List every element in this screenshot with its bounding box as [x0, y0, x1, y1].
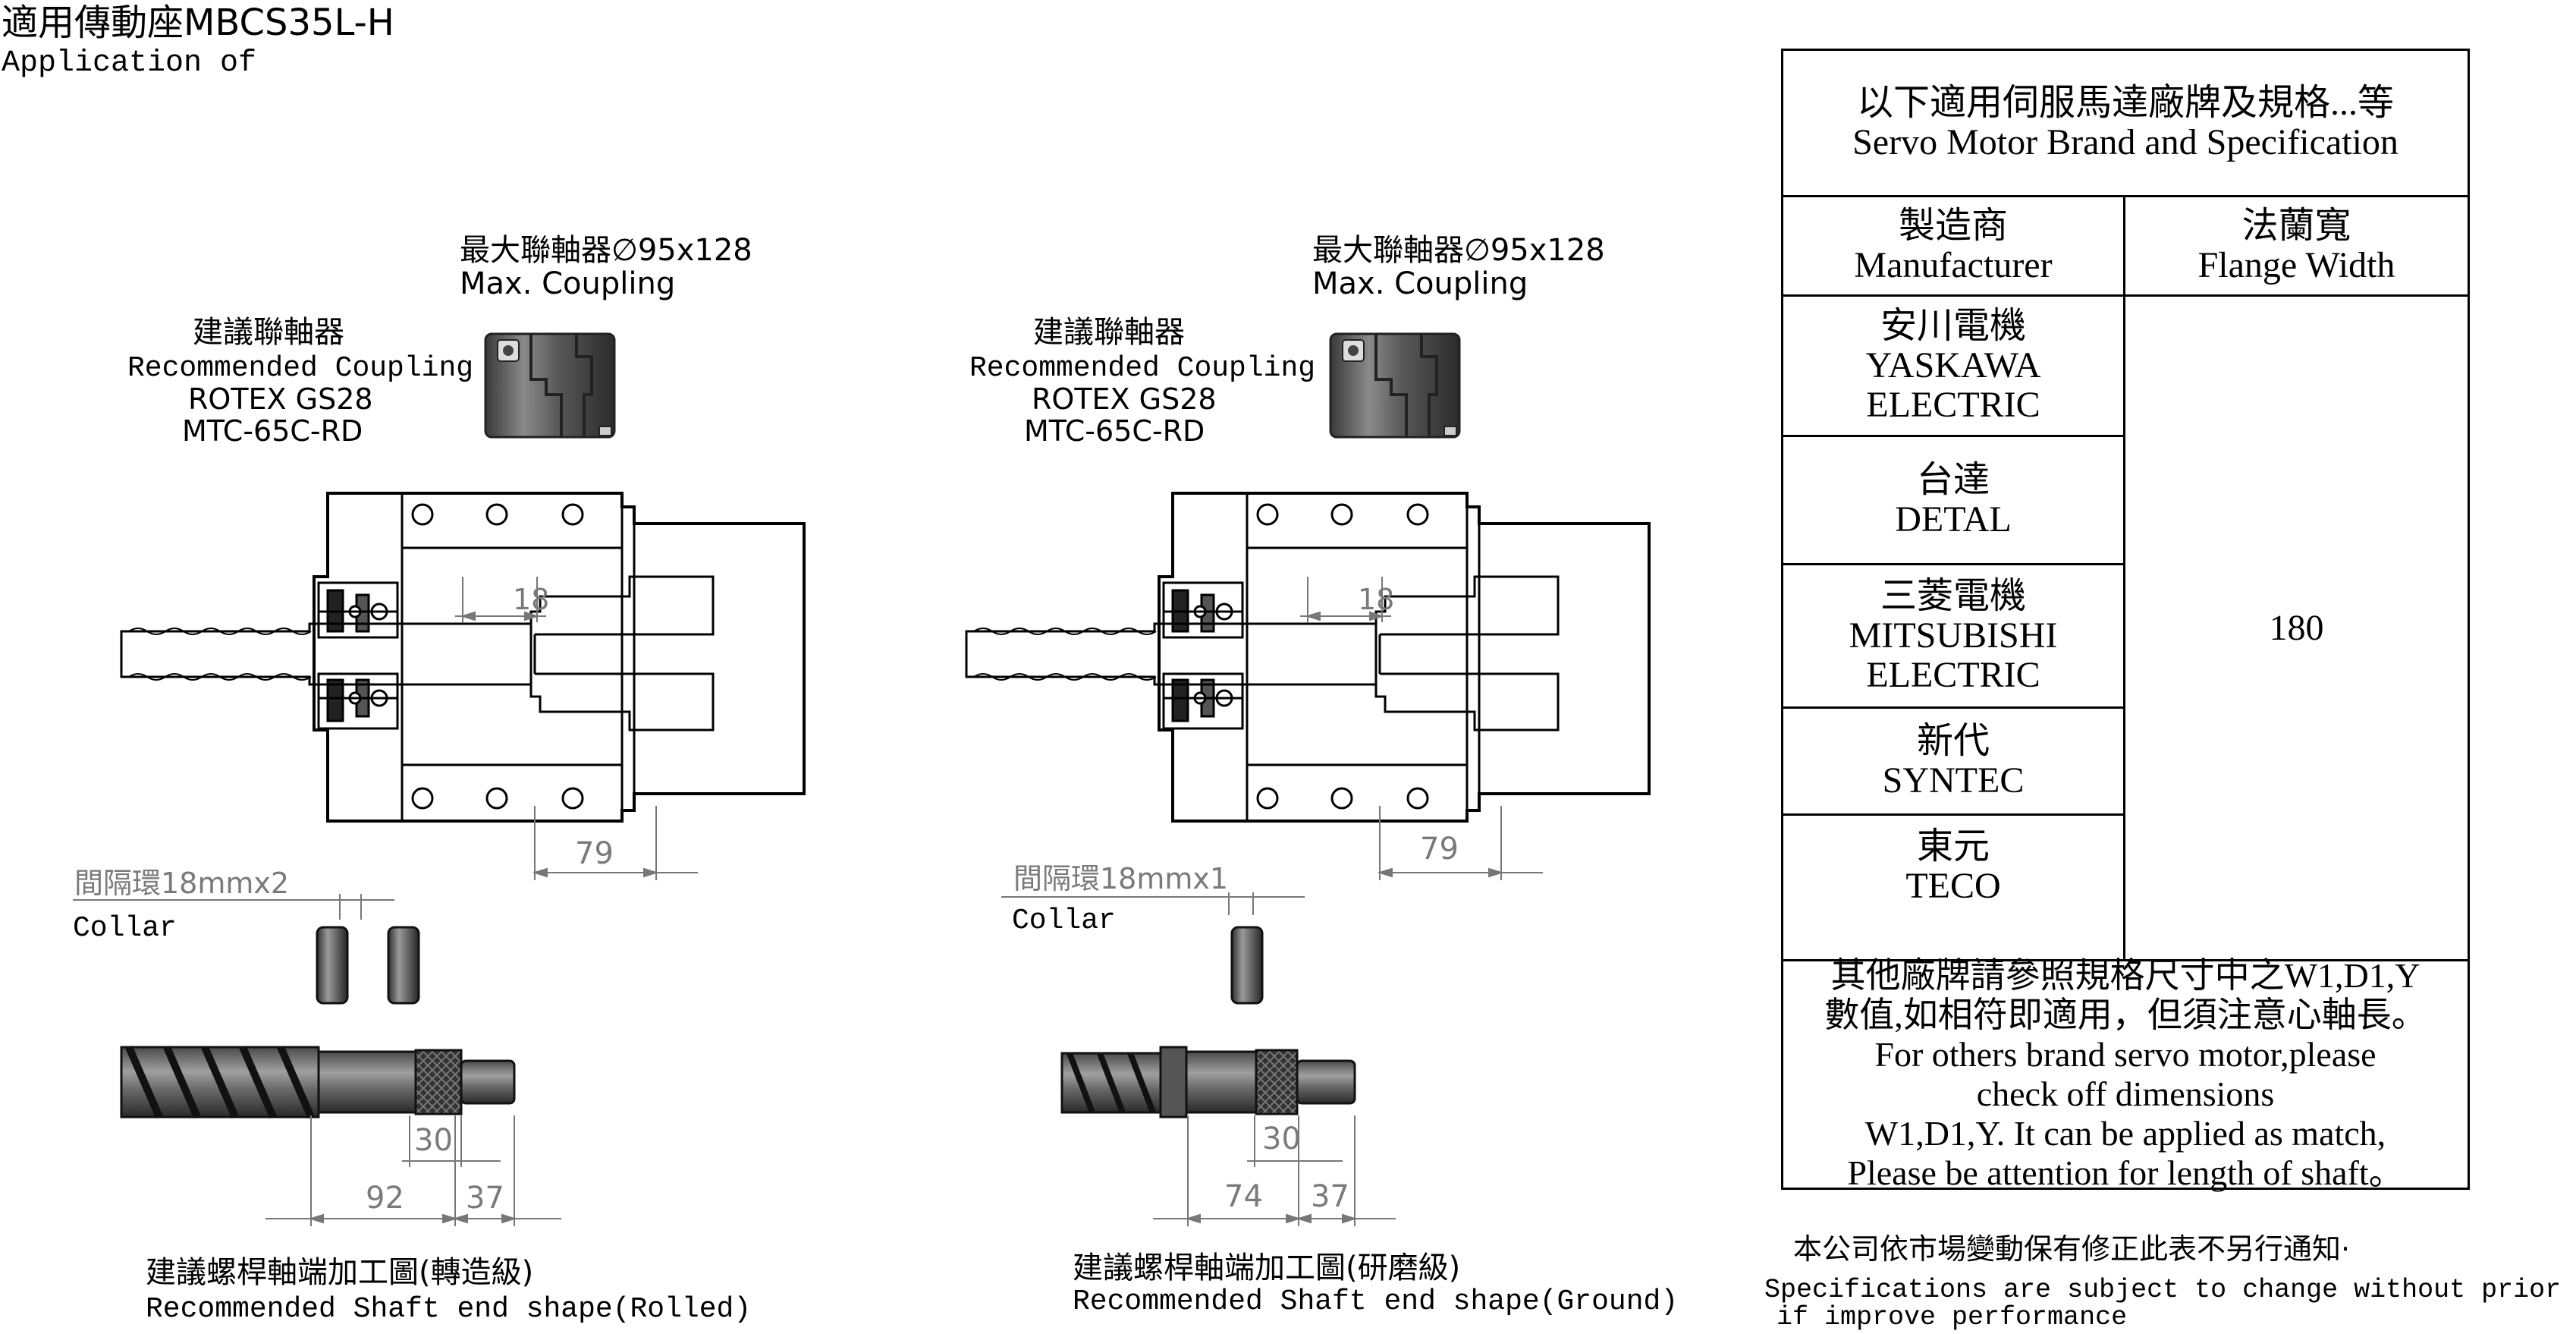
right-max-coupling-zh: 最大聯軸器∅95x128: [1312, 233, 1605, 268]
left-max-coupling-en: Max. Coupling: [460, 266, 676, 301]
left-rec-coupling-en: Recommended Coupling: [127, 352, 474, 385]
left-shaft-title-zh: 建議螺桿軸端加工圖(轉造級): [146, 1255, 534, 1290]
ground-shaft-image: [1060, 1046, 1356, 1118]
page-title: 適用傳動座MBCS35L-H: [2, 2, 394, 44]
row-manufacturer-zh: 三菱電機: [1880, 576, 2026, 616]
row-manufacturer-en: DETAL: [1895, 499, 2012, 540]
rolled-shaft-image: [120, 1046, 516, 1118]
table-heading: 以下適用伺服馬達廠牌及規格...等 Servo Motor Brand and …: [1783, 51, 2468, 195]
left-dim-18: 18: [513, 583, 550, 616]
note-zh-line2: 數值,如相符即適用，但須注意心軸長。: [1824, 996, 2427, 1034]
right-dim-79: 79: [1420, 832, 1459, 867]
note-en-line4: Please be attention for length of shaft。: [1847, 1153, 2404, 1192]
row-manufacturer-en2: ELECTRIC: [1866, 655, 2040, 695]
col-flange-en: Flange Width: [2197, 245, 2395, 285]
left-shaft-title-en: Recommended Shaft end shape(Rolled): [146, 1293, 752, 1326]
left-collar-en: Collar: [73, 912, 177, 945]
row-manufacturer-en: TECO: [1905, 866, 2001, 906]
table-row: 安川電機 YASKAWA ELECTRIC: [1783, 297, 2123, 435]
col-header-manufacturer: 製造商 Manufacturer: [1783, 197, 2123, 294]
right-dim-37: 37: [1311, 1179, 1349, 1214]
table-heading-zh: 以下適用伺服馬達廠牌及規格...等: [1856, 83, 2394, 123]
footer-notice-zh: 本公司依市場變動保有修正此表不另行通知·: [1793, 1232, 2351, 1266]
flange-width-value: 180: [2269, 607, 2324, 648]
note-en-line1: For others brand servo motor,please: [1874, 1035, 2377, 1074]
table-note: 其他廠牌請參照規格尺寸中之W1,D1,Y 數值,如相符即適用，但須注意心軸長。 …: [1783, 956, 2468, 1192]
row-manufacturer-en: SYNTEC: [1882, 760, 2025, 801]
left-collar-zh: 間隔環18mmx2: [74, 867, 290, 900]
row-manufacturer-en: YASKAWA: [1865, 345, 2041, 385]
right-dim-74: 74: [1224, 1179, 1263, 1214]
table-row: 三菱電機 MITSUBISHI ELECTRIC: [1783, 565, 2123, 706]
right-dim-30: 30: [1262, 1122, 1301, 1156]
table-row: 台達 DETAL: [1783, 437, 2123, 563]
row-manufacturer-zh: 東元: [1916, 826, 1990, 867]
footer-notice-en-1: Specifications are subject to change wit…: [1764, 1275, 2576, 1305]
left-rec-coupling-model2: MTC-65C-RD: [182, 414, 363, 448]
page-subtitle: Application of: [2, 46, 257, 80]
collar-single: [1230, 926, 1264, 1005]
left-max-coupling-zh: 最大聯軸器∅95x128: [460, 233, 752, 268]
right-max-coupling-en: Max. Coupling: [1312, 266, 1528, 301]
right-rec-coupling-zh: 建議聯軸器: [1033, 315, 1185, 350]
note-en-line2: check off dimensions: [1976, 1074, 2275, 1113]
right-shaft-title-zh: 建議螺桿軸端加工圖(研磨級): [1073, 1251, 1461, 1285]
row-manufacturer-zh: 安川電機: [1880, 306, 2026, 346]
footer-notice-en-2: if improve performance: [1776, 1302, 2128, 1332]
collar-2: [387, 926, 420, 1005]
table-row: 新代 SYNTEC: [1783, 709, 2123, 813]
table-row: 東元 TECO: [1783, 816, 2123, 917]
row-manufacturer-zh: 台達: [1916, 460, 1990, 500]
right-shaft-title-en: Recommended Shaft end shape(Ground): [1073, 1285, 1679, 1318]
left-rec-coupling-model1: ROTEX GS28: [188, 382, 373, 416]
right-collar-en: Collar: [1012, 905, 1116, 937]
right-housing-drawing: [965, 332, 1651, 1226]
col-manufacturer-zh: 製造商: [1898, 206, 2008, 246]
col-manufacturer-en: Manufacturer: [1854, 245, 2053, 285]
left-dim-37: 37: [466, 1181, 504, 1216]
collar-1: [316, 926, 349, 1005]
right-dim-18: 18: [1358, 583, 1395, 616]
left-rec-coupling-zh: 建議聯軸器: [193, 315, 344, 350]
col-flange-zh: 法蘭寬: [2241, 206, 2351, 246]
right-collar-zh: 間隔環18mmx1: [1013, 862, 1229, 895]
row-manufacturer-zh: 新代: [1916, 721, 1990, 761]
row-manufacturer-en2: ELECTRIC: [1866, 385, 2040, 425]
note-zh-line1: 其他廠牌請參照規格尺寸中之W1,D1,Y: [1830, 956, 2420, 995]
row-manufacturer-en: MITSUBISHI: [1849, 615, 2058, 656]
col-header-flange: 法蘭寬 Flange Width: [2125, 197, 2468, 294]
right-rec-coupling-en: Recommended Coupling: [969, 352, 1316, 385]
left-housing-drawing: [73, 332, 806, 1226]
right-rec-coupling-model2: MTC-65C-RD: [1024, 414, 1205, 448]
left-dim-92: 92: [366, 1181, 404, 1216]
right-rec-coupling-model1: ROTEX GS28: [1032, 382, 1217, 416]
note-en-line3: W1,D1,Y. It can be applied as match,: [1864, 1114, 2386, 1153]
left-dim-30: 30: [414, 1123, 453, 1158]
left-dim-79: 79: [575, 836, 614, 871]
servo-motor-table: 以下適用伺服馬達廠牌及規格...等 Servo Motor Brand and …: [1781, 49, 2470, 1192]
table-heading-en: Servo Motor Brand and Specification: [1852, 122, 2399, 162]
